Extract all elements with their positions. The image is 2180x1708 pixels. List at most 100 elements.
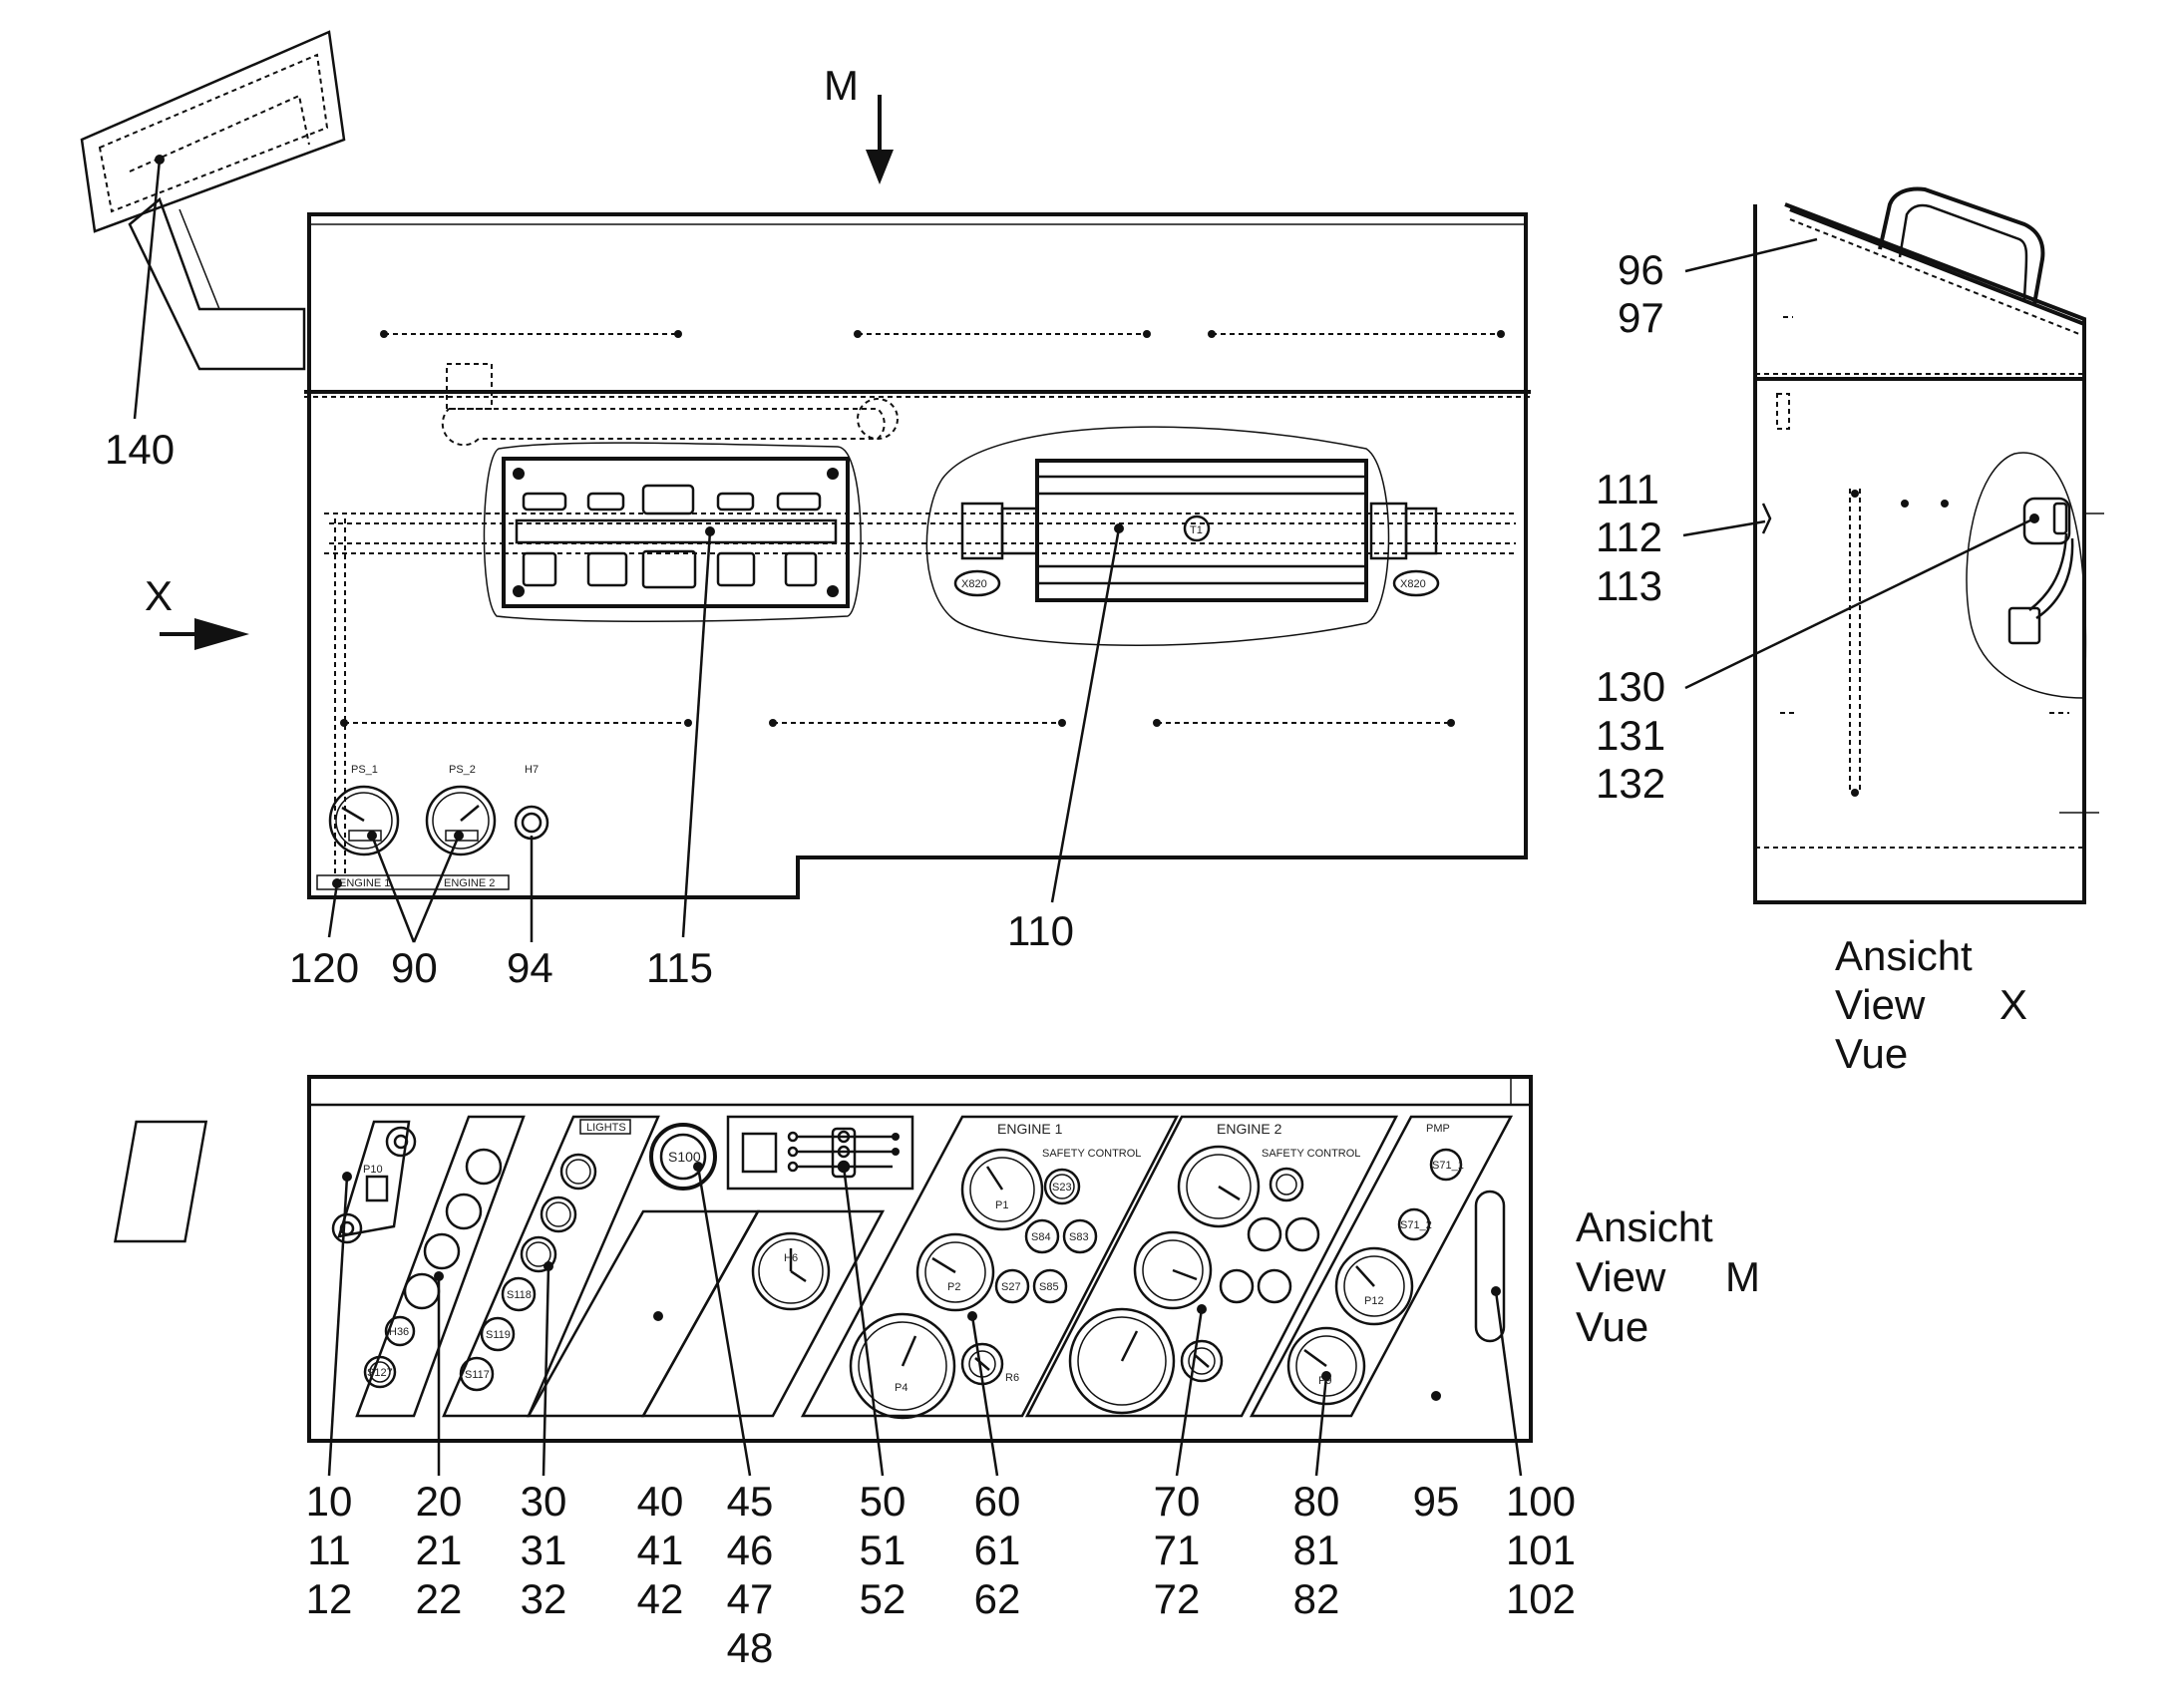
- callout-110: 110: [1007, 907, 1074, 954]
- h7-label: H7: [525, 764, 539, 776]
- view-marker-m: M: [824, 62, 859, 109]
- callout-113: 113: [1596, 562, 1662, 609]
- callout-130: 130: [1596, 663, 1665, 710]
- side-view-x: 96 97 111 112 113 130 131 132 Ansicht Vi…: [1596, 186, 2104, 1077]
- panel-60: [800, 1115, 1180, 1418]
- view-m-line1: Ansicht: [1576, 1203, 1713, 1250]
- callout-45: 45: [727, 1478, 774, 1525]
- callout-20: 20: [416, 1478, 463, 1525]
- panel-70: [1024, 1115, 1399, 1418]
- callout-115: 115: [646, 944, 713, 991]
- s127-label: S127: [367, 1367, 393, 1379]
- p1-label: P1: [995, 1199, 1008, 1211]
- callout-47: 47: [727, 1575, 774, 1622]
- callout-70: 70: [1154, 1478, 1201, 1525]
- callout-62: 62: [974, 1575, 1021, 1622]
- callout-71: 71: [1154, 1527, 1201, 1573]
- carry-handle: [1878, 186, 2045, 305]
- callout-61: 61: [974, 1527, 1021, 1573]
- callout-42: 42: [637, 1575, 684, 1622]
- ps1-label: PS_1: [351, 764, 378, 776]
- callout-100: 100: [1506, 1478, 1576, 1525]
- emergency-stop-45: [649, 1123, 717, 1191]
- callout-132: 132: [1596, 760, 1665, 807]
- callout-41: 41: [637, 1527, 684, 1573]
- x820-left-label: X820: [961, 578, 987, 590]
- callout-31: 31: [521, 1527, 567, 1573]
- panel-50: [726, 1115, 914, 1191]
- engine1-title: ENGINE 1: [997, 1121, 1063, 1137]
- clock-h6: [751, 1231, 831, 1311]
- transformer-110: T1 X820 X820: [925, 426, 1440, 646]
- callout-48: 48: [727, 1624, 774, 1671]
- view-x-letter: X: [1999, 981, 2027, 1028]
- view-m-letter: M: [1725, 1253, 1760, 1300]
- p2-label: P2: [947, 1281, 960, 1293]
- h6-label: H6: [784, 1252, 798, 1264]
- callout-40: 40: [637, 1478, 684, 1525]
- callout-30: 30: [521, 1478, 567, 1525]
- callout-81: 81: [1293, 1527, 1340, 1573]
- view-m-line3: Vue: [1576, 1303, 1648, 1350]
- s117-label: S117: [465, 1369, 490, 1381]
- callout-46: 46: [727, 1527, 774, 1573]
- s23-label: S23: [1052, 1182, 1072, 1194]
- p4-label: P4: [895, 1382, 908, 1394]
- callout-80: 80: [1293, 1478, 1340, 1525]
- r6-label: R6: [1005, 1372, 1019, 1384]
- p10-label: P10: [363, 1164, 383, 1176]
- ps2-label: PS_2: [449, 764, 476, 776]
- engine1-plate-label: ENGINE 1: [339, 877, 390, 889]
- view-x-line2: View: [1835, 981, 1926, 1028]
- callout-120: 120: [289, 944, 359, 991]
- s71-2-label: S71_2: [1400, 1219, 1432, 1231]
- s84-label: S84: [1031, 1231, 1051, 1243]
- callout-82: 82: [1293, 1575, 1340, 1622]
- callout-22: 22: [416, 1575, 463, 1622]
- t1-label: T1: [1190, 524, 1203, 536]
- enclosure-body: [307, 392, 1528, 899]
- indicator-h7: [514, 805, 549, 841]
- callout-52: 52: [860, 1575, 907, 1622]
- s27-label: S27: [1001, 1281, 1021, 1293]
- gauge-ps2: [425, 785, 497, 856]
- s100-label: S100: [668, 1149, 701, 1165]
- pump-label: PMP: [1426, 1123, 1450, 1135]
- engine2-plate-label: ENGINE 2: [444, 877, 495, 889]
- callout-50: 50: [860, 1478, 907, 1525]
- callout-102: 102: [1506, 1575, 1576, 1622]
- view-x-line1: Ansicht: [1835, 932, 1973, 979]
- view-x-line3: Vue: [1835, 1030, 1908, 1077]
- callout-140: 140: [105, 426, 175, 473]
- callout-94: 94: [507, 944, 553, 991]
- s119-label: S119: [486, 1329, 511, 1341]
- s85-label: S85: [1039, 1281, 1059, 1293]
- panel-10: [114, 1120, 208, 1243]
- callout-10: 10: [306, 1478, 353, 1525]
- callout-32: 32: [521, 1575, 567, 1622]
- connector-block-115: [483, 442, 862, 622]
- view-marker-x: X: [145, 572, 173, 619]
- s118-label: S118: [507, 1289, 532, 1301]
- callout-90: 90: [391, 944, 438, 991]
- callout-111: 111: [1596, 466, 1659, 512]
- callout-21: 21: [416, 1527, 463, 1573]
- engine2-title: ENGINE 2: [1217, 1121, 1282, 1137]
- h36-label: H36: [389, 1326, 409, 1338]
- panel-80: [1249, 1115, 1514, 1418]
- callout-11: 11: [307, 1527, 351, 1573]
- s83-label: S83: [1069, 1231, 1089, 1243]
- callout-96: 96: [1618, 246, 1664, 293]
- callout-101: 101: [1506, 1527, 1576, 1573]
- callout-51: 51: [860, 1527, 907, 1573]
- top-view: T1 X820 X820 PS_1 PS_2 H7 ENGINE 1 ENGIN…: [80, 30, 1531, 991]
- safety2-label: SAFETY CONTROL: [1262, 1148, 1360, 1160]
- callout-95: 95: [1413, 1478, 1460, 1525]
- s71-1-label: S71_1: [1432, 1160, 1464, 1172]
- callout-12: 12: [306, 1575, 353, 1622]
- front-view-m: P10 H36 S127 LIGHTS S118 S119 S117: [114, 1075, 1760, 1477]
- view-m-line2: View: [1576, 1253, 1666, 1300]
- callout-112: 112: [1596, 513, 1662, 560]
- gauge-ps1: [328, 785, 400, 856]
- x820-right-label: X820: [1400, 578, 1426, 590]
